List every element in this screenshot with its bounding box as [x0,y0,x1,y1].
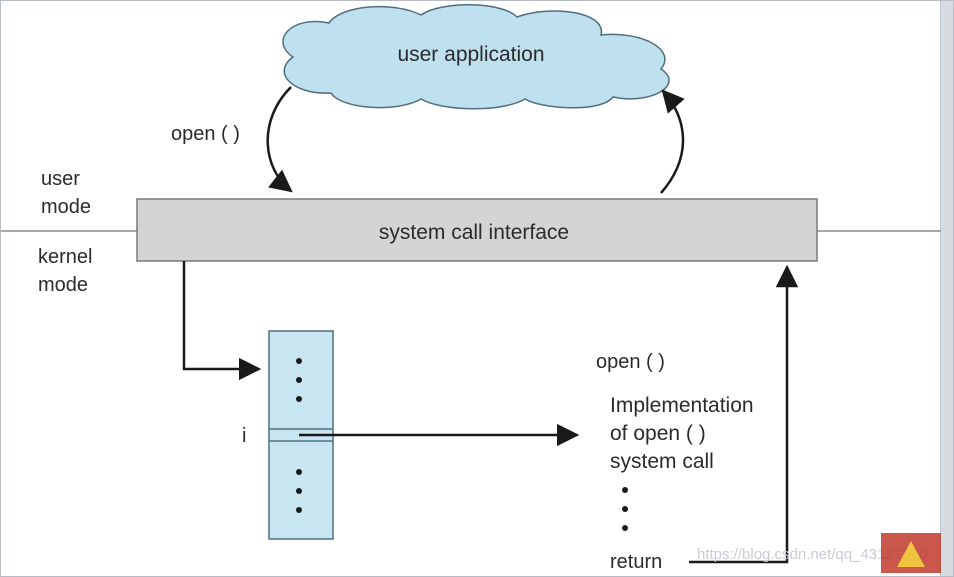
watermark-text: https://blog.csdn.net/qq_43121330 [697,546,927,563]
kernel-mode-label-line2: mode [38,274,88,296]
table-dot-top-1 [296,358,302,364]
call-label: open ( ) [171,123,240,145]
user-application-label: user application [397,43,544,66]
return-arrow [689,264,799,564]
implementation-dot-2 [622,506,628,512]
return-to-app-arrow [660,89,685,194]
corner-logo-icon [881,533,941,573]
system-call-interface-box: system call interface [136,198,818,262]
user-application-cloud: user application [282,4,670,110]
table-dot-bottom-1 [296,469,302,475]
return-label: return [610,551,662,573]
implementation-dot-1 [622,487,628,493]
system-call-interface-label: system call interface [379,221,569,244]
table-dot-bottom-3 [296,507,302,513]
implementation-title: open ( ) [596,351,665,373]
table-dot-top-2 [296,377,302,383]
user-mode-label-line1: user [41,168,80,190]
implementation-line1: Implementation [610,394,754,417]
table-index-label: i [242,425,246,447]
kernel-mode-label-line1: kernel [38,246,92,268]
table-dot-top-3 [296,396,302,402]
dispatch-arrow [182,261,262,381]
window-edge-scrollbar [940,1,953,576]
user-mode-label-line2: mode [41,196,91,218]
table-dot-bottom-2 [296,488,302,494]
implementation-line2: of open ( ) [610,422,706,445]
implementation-line3: system call [610,450,714,473]
call-arrow [266,86,293,193]
implementation-dot-3 [622,525,628,531]
